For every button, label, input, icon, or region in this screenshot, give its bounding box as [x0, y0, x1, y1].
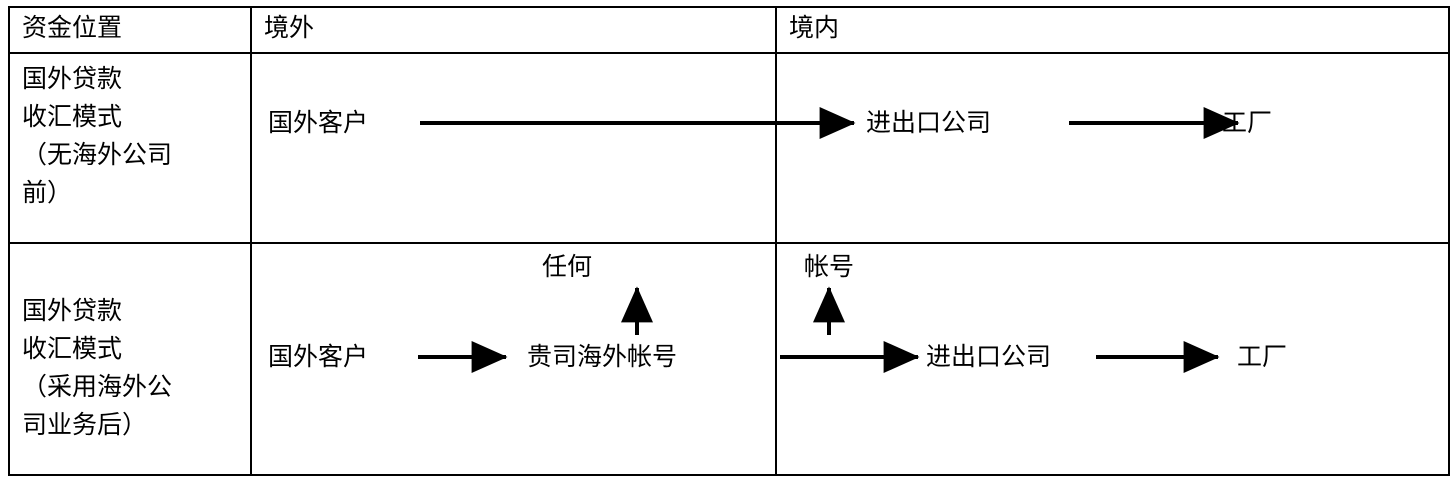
table-header-row: 资金位置 境外 境内: [8, 6, 1450, 54]
row2-offshore-cell: [250, 242, 777, 476]
row1-label-line-3: （无海外公司: [22, 140, 173, 169]
funds-flow-table: 资金位置 境外 境内 国外贷款 收汇模式 （无海外公司 前）: [8, 6, 1450, 476]
row2-label-cell: 国外贷款 收汇模式 （采用海外公 司业务后）: [8, 242, 252, 476]
table-row-after-offshore-company: 国外贷款 收汇模式 （采用海外公 司业务后）: [8, 242, 1450, 476]
header-cell-offshore: 境外: [250, 6, 777, 54]
row1-onshore-cell: [775, 52, 1450, 244]
row1-label-line-1: 国外贷款: [22, 64, 123, 93]
row1-node-foreign-customer: 国外客户: [268, 108, 369, 137]
table-row-before-offshore-company: 国外贷款 收汇模式 （无海外公司 前）: [8, 52, 1450, 244]
row2-annotation-any: 任何: [542, 252, 593, 281]
header-cell-position: 资金位置: [8, 6, 252, 54]
row1-label-cell: 国外贷款 收汇模式 （无海外公司 前）: [8, 52, 252, 244]
header-label-position: 资金位置: [22, 13, 123, 42]
row2-annotation-account: 帐号: [804, 252, 855, 281]
header-label-onshore: 境内: [789, 13, 840, 42]
row1-offshore-cell: [250, 52, 777, 244]
row1-node-factory: 工厂: [1222, 108, 1273, 137]
row1-mode-label: 国外贷款 收汇模式 （无海外公司 前）: [10, 54, 250, 212]
row1-node-import-export-company: 进出口公司: [866, 108, 992, 137]
row2-label-line-4: 司业务后）: [22, 410, 148, 439]
row2-label-line-2: 收汇模式: [22, 334, 123, 363]
row2-node-offshore-account: 贵司海外帐号: [527, 342, 678, 371]
row2-mode-label: 国外贷款 收汇模式 （采用海外公 司业务后）: [10, 244, 250, 444]
header-cell-onshore: 境内: [775, 6, 1450, 54]
row2-node-foreign-customer: 国外客户: [268, 342, 369, 371]
row1-label-line-4: 前）: [22, 178, 73, 207]
row2-label-line-1: 国外贷款: [22, 296, 123, 325]
row2-onshore-cell: [775, 242, 1450, 476]
header-label-offshore: 境外: [264, 13, 315, 42]
row2-label-line-3: （采用海外公: [22, 372, 173, 401]
row2-node-factory: 工厂: [1237, 342, 1288, 371]
row2-node-import-export-company: 进出口公司: [926, 342, 1052, 371]
row1-label-line-2: 收汇模式: [22, 102, 123, 131]
